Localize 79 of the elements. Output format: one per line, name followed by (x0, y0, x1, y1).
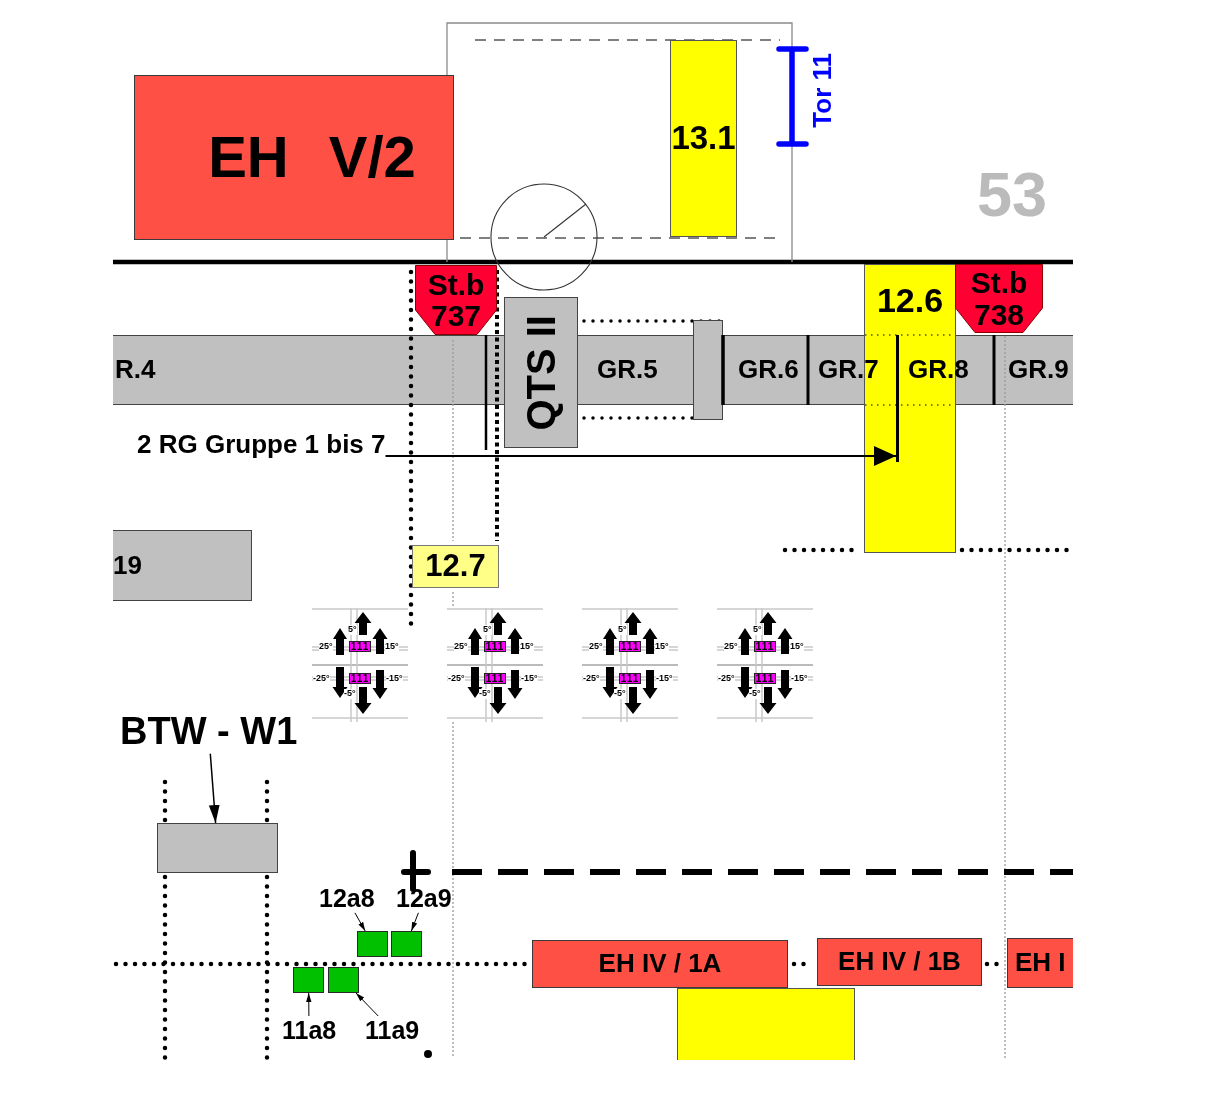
stop-bar (896, 335, 899, 462)
hall-block (134, 75, 454, 240)
angle-label: -15° (791, 674, 808, 684)
hall-label: EH IV / 1A (598, 950, 722, 978)
angle-label: 5° (753, 625, 762, 635)
leader-line (355, 992, 379, 1017)
indicator-label: 111 (350, 642, 370, 651)
leader-line (354, 912, 366, 932)
line-label: 19 (113, 551, 142, 580)
storage-zone (670, 40, 737, 237)
zone-label: 13.1 (671, 121, 736, 156)
station-tag (955, 264, 1043, 333)
hall-label: EH V/2 (208, 127, 416, 188)
tag-label: St.b 737 (426, 268, 486, 332)
equipment-label: QTS II (520, 314, 562, 431)
line-block (113, 530, 252, 601)
angle-label: -25° (448, 674, 465, 684)
arrow (384, 445, 897, 467)
indicator-label: 111 (485, 674, 505, 683)
indicator-label: 111 (755, 674, 775, 683)
segment-label: GR.5 (597, 354, 658, 384)
angle-label: -25° (718, 674, 735, 684)
segment-label: GR.9 (1008, 354, 1069, 384)
workstation-label: BTW - W1 (120, 710, 298, 754)
segment-label: R.4 (115, 354, 156, 384)
equipment-block (504, 297, 578, 448)
angle-label: 5° (483, 625, 492, 635)
area-number: 53 (977, 160, 1048, 230)
station-tag (415, 265, 497, 335)
angle-label: -5° (749, 689, 761, 699)
indicator-label: 111 (620, 674, 640, 683)
hall-label: EH I (1015, 949, 1066, 977)
callout-label: 12a8 (319, 884, 375, 913)
machine-block (157, 823, 278, 873)
hall-block (532, 940, 788, 988)
position-block (412, 545, 499, 588)
position-label: 12.7 (425, 550, 486, 583)
indicator-label: 111 (350, 674, 370, 683)
hall-block (817, 938, 982, 986)
position-square (328, 967, 359, 993)
angle-label: 5° (348, 625, 357, 635)
angle-label: -15° (386, 674, 403, 684)
indicator-label: 111 (755, 642, 775, 651)
angle-label: -5° (344, 689, 356, 699)
segment-label: GR.6 (738, 354, 799, 384)
angle-label: -5° (479, 689, 491, 699)
angle-label: -25° (583, 674, 600, 684)
tag-label: St.b 738 (969, 267, 1029, 330)
post-block (693, 320, 723, 420)
callout-label: 11a8 (282, 1016, 337, 1045)
leader-line (306, 992, 312, 1017)
angle-label: -5° (614, 689, 626, 699)
angle-label: -15° (656, 674, 673, 684)
angle-label: 15° (385, 642, 399, 652)
angle-label: 15° (790, 642, 804, 652)
angle-label: 25° (454, 642, 468, 652)
callout-label: 11a9 (365, 1016, 420, 1045)
hall-label: EH IV / 1B (838, 948, 961, 976)
storage-zone (677, 988, 855, 1060)
angle-label: 25° (319, 642, 333, 652)
position-square (391, 931, 422, 957)
indicator-label: 111 (620, 642, 640, 651)
angle-label: -15° (521, 674, 538, 684)
angle-label: 15° (520, 642, 534, 652)
indicator-label: 111 (485, 642, 505, 651)
position-square (293, 967, 324, 993)
leader-line (410, 912, 419, 932)
gate-label: Tor 11 (808, 53, 837, 128)
angle-label: 25° (724, 642, 738, 652)
angle-label: -25° (313, 674, 330, 684)
position-square (357, 931, 388, 957)
zone-label: 12.6 (876, 283, 944, 319)
arrow (208, 752, 220, 824)
angle-label: 5° (618, 625, 627, 635)
angle-label: 25° (589, 642, 603, 652)
hall-block (1007, 938, 1073, 988)
callout-label: 12a9 (396, 884, 452, 913)
angle-label: 15° (655, 642, 669, 652)
range-label: 2 RG Gruppe 1 bis 7 (137, 430, 386, 460)
